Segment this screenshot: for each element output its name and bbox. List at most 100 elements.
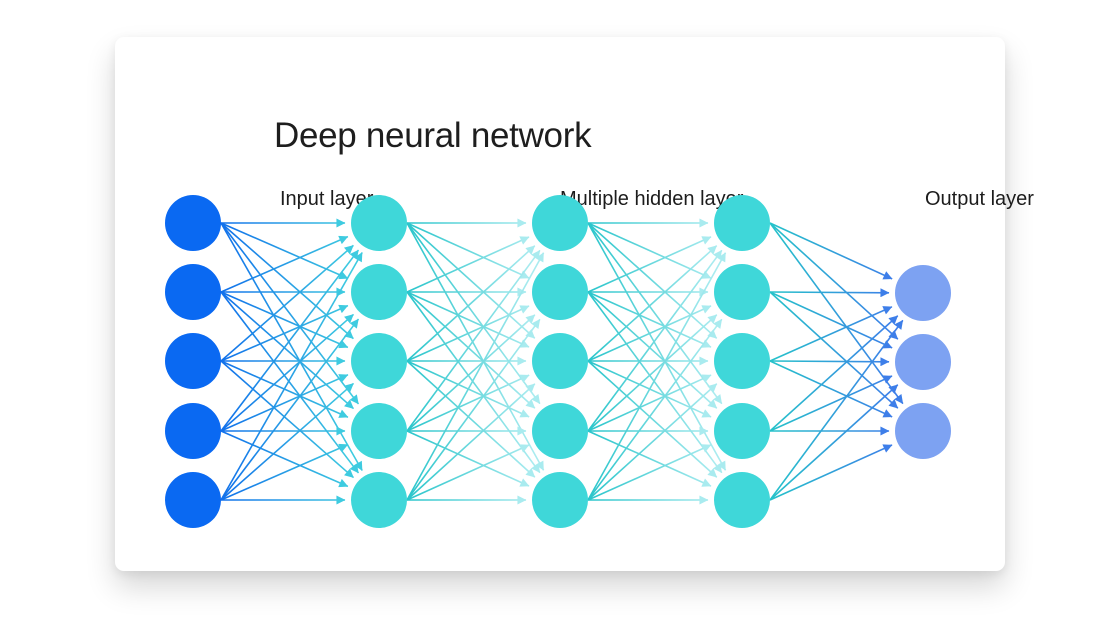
connection-line	[587, 374, 712, 432]
connection-line	[769, 319, 904, 501]
connection-line	[220, 443, 349, 501]
connection-line	[587, 360, 718, 478]
hidden-3-node-5	[714, 472, 770, 528]
connection-line	[406, 249, 541, 432]
connection-line	[587, 252, 727, 501]
connection-line	[769, 315, 899, 432]
connection-line	[769, 291, 893, 349]
connection-line	[587, 291, 718, 409]
connection-line	[587, 314, 718, 432]
connection-line	[587, 245, 718, 362]
connection-line	[587, 222, 723, 405]
input-node-2	[165, 264, 221, 320]
connections-hidden-2-to-hidden-3	[587, 218, 727, 505]
connection-line	[220, 318, 360, 501]
connection-line	[406, 222, 536, 339]
connections-input-to-hidden-1	[220, 218, 363, 505]
connection-line	[406, 444, 530, 501]
connection-line	[769, 222, 893, 280]
connection-line	[220, 252, 363, 501]
connection-line	[587, 444, 712, 501]
connection-line	[587, 249, 723, 432]
hidden-1-node-1	[351, 195, 407, 251]
hidden-2-node-4	[532, 403, 588, 459]
connection-line	[406, 291, 536, 409]
hidden-1-node-5	[351, 472, 407, 528]
connection-line	[406, 222, 530, 279]
connection-line	[406, 222, 541, 405]
connection-line	[220, 235, 349, 293]
hidden-3-layer-nodes	[714, 195, 770, 528]
hidden-layer-label: Multiple hidden layer	[560, 188, 744, 210]
connection-line	[769, 222, 899, 340]
hidden-1-node-3	[351, 333, 407, 389]
connection-line	[406, 305, 530, 362]
connection-line	[406, 291, 541, 474]
connection-line	[587, 291, 712, 348]
output-layer-label: Output layer	[925, 188, 1034, 210]
connection-line	[587, 291, 723, 474]
hidden-2-node-2	[532, 264, 588, 320]
connection-line	[406, 318, 541, 501]
connection-line	[220, 374, 349, 432]
hidden-2-node-3	[532, 333, 588, 389]
hidden-3-node-4	[714, 403, 770, 459]
hidden-3-node-3	[714, 333, 770, 389]
hidden-1-node-2	[351, 264, 407, 320]
connection-line	[769, 306, 893, 362]
input-layer-nodes	[165, 195, 221, 528]
connection-line	[220, 222, 363, 471]
input-node-5	[165, 472, 221, 528]
connection-line	[220, 430, 349, 488]
connection-line	[587, 222, 712, 279]
connection-line	[769, 357, 890, 367]
connection-line	[587, 222, 727, 471]
connection-line	[406, 252, 545, 501]
hidden-2-node-5	[532, 472, 588, 528]
connection-line	[220, 304, 349, 362]
connection-line	[220, 360, 355, 479]
connection-line	[220, 222, 360, 405]
connection-line	[220, 313, 355, 432]
connection-line	[406, 374, 530, 432]
input-node-4	[165, 403, 221, 459]
connection-line	[220, 222, 354, 340]
connection-line	[406, 222, 545, 471]
connection-line	[587, 318, 723, 501]
connection-line	[220, 291, 355, 410]
connection-line	[769, 375, 893, 432]
connection-line	[406, 430, 530, 487]
output-node-2	[895, 334, 951, 390]
connection-line	[220, 222, 349, 280]
connection-line	[406, 291, 530, 348]
output-node-3	[895, 403, 951, 459]
connection-line	[587, 222, 718, 339]
output-layer-nodes	[895, 265, 951, 459]
connection-line	[769, 384, 899, 501]
connection-line	[406, 360, 536, 478]
connection-line	[769, 222, 904, 405]
hidden-1-layer-nodes	[351, 195, 407, 528]
hidden-3-node-2	[714, 264, 770, 320]
connection-line	[587, 430, 712, 487]
connection-line	[406, 236, 530, 293]
connection-line	[769, 291, 899, 409]
hidden-1-node-4	[351, 403, 407, 459]
connection-line	[220, 382, 355, 501]
hidden-2-node-1	[532, 195, 588, 251]
connection-line	[220, 249, 360, 432]
input-layer-label: Input layer	[280, 188, 374, 210]
connections-hidden-1-to-hidden-2	[406, 218, 545, 505]
hidden-2-layer-nodes	[532, 195, 588, 528]
connection-line	[587, 383, 718, 501]
page-title: Deep neural network	[274, 116, 592, 155]
connection-line	[406, 314, 536, 432]
connection-line	[220, 244, 354, 362]
connection-line	[769, 360, 893, 418]
input-node-1	[165, 195, 221, 251]
connections-hidden-3-to-output	[769, 222, 904, 501]
connection-line	[587, 236, 712, 293]
connection-line	[406, 245, 536, 362]
connection-line	[769, 444, 893, 501]
